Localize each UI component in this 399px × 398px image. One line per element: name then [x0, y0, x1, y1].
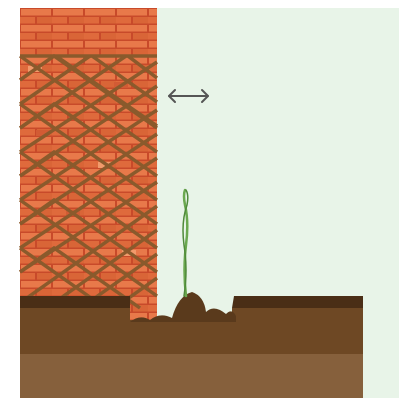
- soil-right-ledge: [232, 296, 363, 308]
- soil-middle-layer: [20, 320, 363, 354]
- soil-bed: [20, 292, 363, 398]
- soil-left-ledge: [20, 296, 130, 308]
- soil-bottom-layer: [20, 352, 363, 398]
